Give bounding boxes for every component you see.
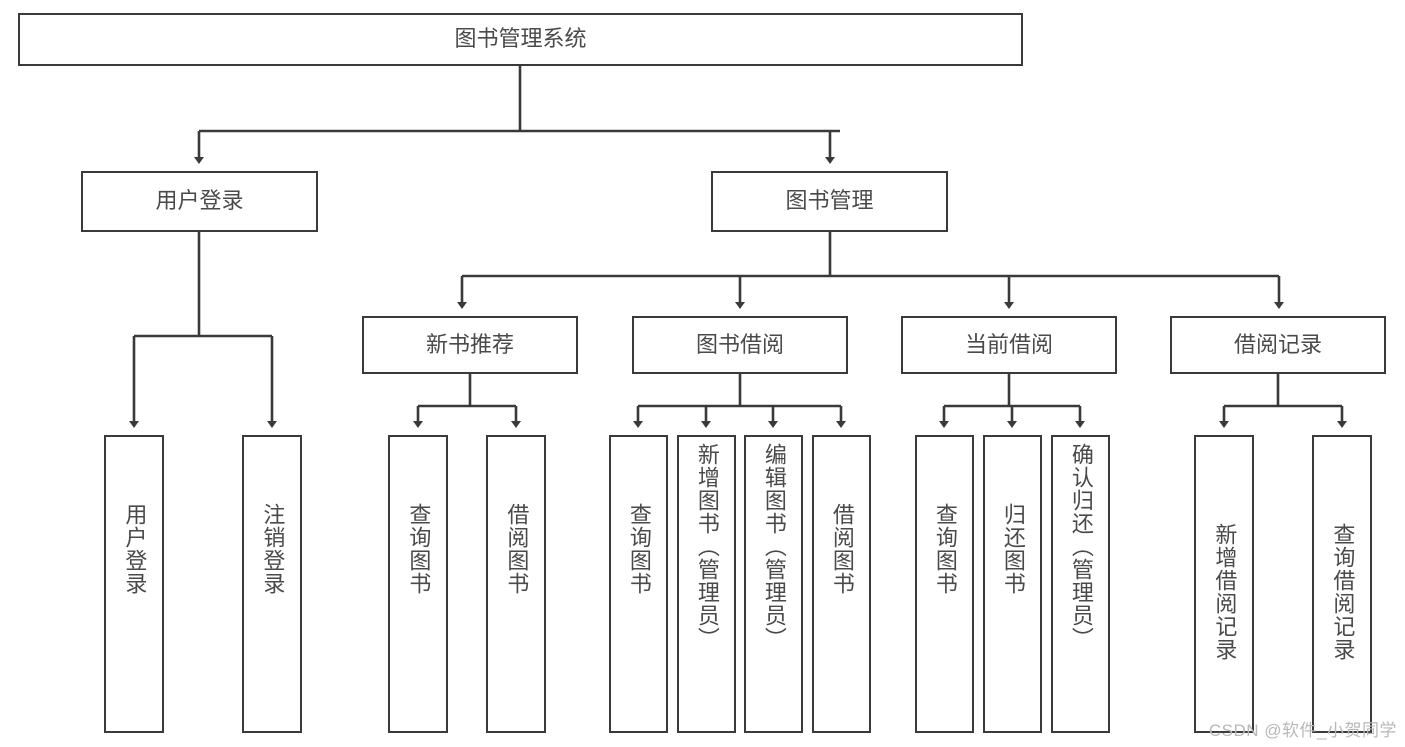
node-book-borrow[interactable]: 图书借阅 bbox=[632, 316, 848, 374]
node-leaf-user-logout-label: 注销登录 bbox=[260, 503, 286, 595]
node-leaf-query-book-2[interactable]: 查询图书 bbox=[609, 435, 668, 733]
node-leaf-user-logout[interactable]: 注销登录 bbox=[242, 435, 302, 733]
node-leaf-query-book-1-label: 查询图书 bbox=[406, 503, 432, 595]
node-leaf-add-book[interactable]: 新增图书（管理员） bbox=[677, 435, 736, 733]
user-login-connectors bbox=[129, 232, 277, 428]
node-leaf-borrow-book-1-label: 借阅图书 bbox=[504, 503, 530, 595]
book-borrow-connectors bbox=[633, 374, 846, 428]
node-leaf-edit-book-label: 编辑图书（管理员） bbox=[761, 443, 787, 650]
node-leaf-add-record[interactable]: 新增借阅记录 bbox=[1194, 435, 1254, 733]
node-book-manage-label: 图书管理 bbox=[785, 188, 874, 214]
node-leaf-return-book-label: 归还图书 bbox=[1000, 503, 1026, 595]
watermark-text: CSDN @软件_小贺同学 bbox=[1208, 721, 1397, 740]
node-leaf-query-book-1[interactable]: 查询图书 bbox=[388, 435, 448, 733]
borrow-record-connectors bbox=[1219, 374, 1347, 428]
current-borrow-connectors bbox=[939, 374, 1085, 428]
book-manage-connectors bbox=[457, 232, 1284, 309]
node-book-manage[interactable]: 图书管理 bbox=[711, 171, 948, 232]
node-leaf-edit-book[interactable]: 编辑图书（管理员） bbox=[744, 435, 803, 733]
node-new-book-rec-label: 新书推荐 bbox=[425, 331, 514, 357]
node-borrow-record-label: 借阅记录 bbox=[1233, 331, 1322, 357]
node-user-login-label: 用户登录 bbox=[155, 188, 244, 214]
node-leaf-query-book-3[interactable]: 查询图书 bbox=[915, 435, 974, 733]
node-new-book-rec[interactable]: 新书推荐 bbox=[362, 316, 578, 374]
node-current-borrow-label: 当前借阅 bbox=[964, 331, 1053, 357]
node-leaf-confirm-return[interactable]: 确认归还（管理员） bbox=[1051, 435, 1110, 733]
node-leaf-user-login-label: 用户登录 bbox=[122, 503, 148, 595]
node-leaf-borrow-book-2-label: 借阅图书 bbox=[829, 503, 855, 595]
node-root[interactable]: 图书管理系统 bbox=[18, 13, 1023, 66]
node-leaf-confirm-return-label: 确认归还（管理员） bbox=[1068, 443, 1094, 650]
node-borrow-record[interactable]: 借阅记录 bbox=[1170, 316, 1386, 374]
node-root-label: 图书管理系统 bbox=[454, 26, 587, 52]
node-leaf-borrow-book-2[interactable]: 借阅图书 bbox=[812, 435, 871, 733]
node-leaf-borrow-book-1[interactable]: 借阅图书 bbox=[486, 435, 546, 733]
node-leaf-return-book[interactable]: 归还图书 bbox=[983, 435, 1042, 733]
node-book-borrow-label: 图书借阅 bbox=[695, 331, 784, 357]
root-connectors bbox=[194, 66, 840, 164]
node-leaf-query-record[interactable]: 查询借阅记录 bbox=[1312, 435, 1372, 733]
node-leaf-query-book-3-label: 查询图书 bbox=[932, 503, 958, 595]
node-current-borrow[interactable]: 当前借阅 bbox=[901, 316, 1117, 374]
node-leaf-add-record-label: 新增借阅记录 bbox=[1212, 523, 1238, 661]
node-leaf-query-book-2-label: 查询图书 bbox=[626, 503, 652, 595]
new-book-rec-connectors bbox=[413, 374, 521, 428]
node-leaf-add-book-label: 新增图书（管理员） bbox=[694, 443, 720, 650]
node-user-login[interactable]: 用户登录 bbox=[81, 171, 318, 232]
node-leaf-user-login[interactable]: 用户登录 bbox=[104, 435, 164, 733]
node-leaf-query-record-label: 查询借阅记录 bbox=[1330, 523, 1356, 661]
